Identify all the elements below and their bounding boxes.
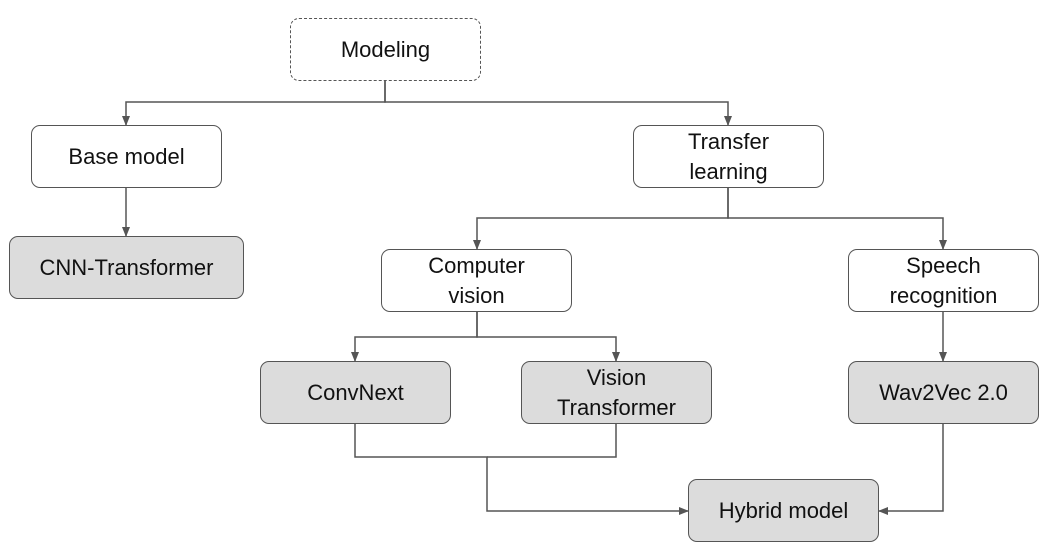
node-hybrid-model-label: Hybrid model: [718, 497, 849, 523]
edge-modeling-to-base-model: [122, 81, 386, 126]
node-speech-recognition-label: Speech recognition: [889, 252, 998, 308]
edge-transfer-learning-to-computer-vision: [473, 188, 729, 250]
node-wav2vec: Wav2Vec 2.0: [848, 361, 1039, 424]
node-modeling: Modeling: [290, 18, 481, 81]
node-base-model: Base model: [31, 125, 222, 188]
edge-wav2vec-to-hybrid-model: [878, 424, 944, 515]
node-computer-vision: Computer vision: [381, 249, 572, 312]
node-transfer-learning: Transfer learning: [633, 125, 824, 188]
edge-convnext-to-hybrid-model: [354, 424, 689, 515]
edge-computer-vision-to-convnext: [351, 312, 478, 362]
node-wav2vec-label: Wav2Vec 2.0: [879, 379, 1008, 405]
node-vision-transformer-label: Vision Transformer: [557, 364, 676, 420]
node-base-model-label: Base model: [68, 143, 185, 169]
node-convnext-label: ConvNext: [307, 379, 404, 405]
edge-vision-transformer-to-hybrid-model: [487, 424, 617, 458]
node-cnn-transformer-label: CNN-Transformer: [39, 254, 214, 280]
node-vision-transformer: Vision Transformer: [521, 361, 712, 424]
node-speech-recognition: Speech recognition: [848, 249, 1039, 312]
node-transfer-learning-label: Transfer learning: [687, 128, 770, 184]
edge-transfer-learning-to-speech-recognition: [727, 188, 947, 250]
node-computer-vision-label: Computer vision: [428, 252, 525, 308]
node-convnext: ConvNext: [260, 361, 451, 424]
node-cnn-transformer: CNN-Transformer: [9, 236, 244, 299]
node-modeling-label: Modeling: [340, 36, 431, 62]
node-hybrid-model: Hybrid model: [688, 479, 879, 542]
edge-computer-vision-to-vision-transformer: [476, 312, 620, 362]
edge-modeling-to-transfer-learning: [384, 81, 732, 126]
